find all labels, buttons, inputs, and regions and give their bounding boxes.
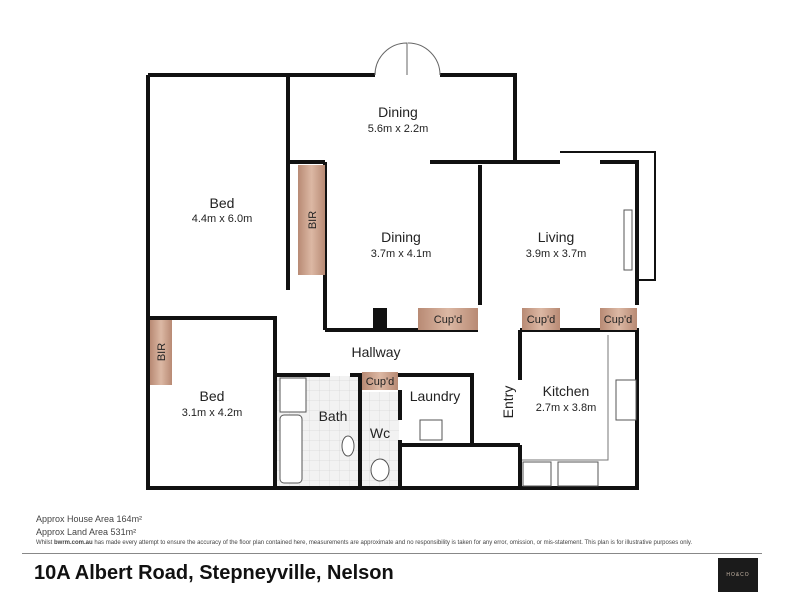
cupboard-label: Cup'd [434, 314, 462, 326]
notes: Approx House Area 164m² Approx Land Area… [36, 513, 692, 548]
disclaimer: Whilst bwrm.com.au has made every attemp… [36, 539, 692, 548]
shower [279, 377, 307, 413]
disclaimer-site: bwrm.com.au [54, 540, 93, 546]
cupboard [600, 308, 637, 330]
land-area: Approx Land Area 531m² [36, 527, 137, 537]
room-dims: 3.1m x 4.2m [182, 407, 243, 419]
agency-logo: HO&CO [718, 558, 758, 592]
french-door [374, 42, 441, 76]
room-name: Dining [378, 104, 418, 120]
room-name: Bath [319, 408, 348, 424]
room-dims: 3.7m x 4.1m [371, 248, 432, 260]
cupboard [418, 308, 478, 330]
room-name: Dining [381, 229, 421, 245]
bir-label: BIR [156, 343, 168, 361]
cupboard-label: Cup'd [604, 314, 632, 326]
property-address: 10A Albert Road, Stepneyville, Nelson [34, 562, 394, 584]
room-name: Laundry [410, 388, 461, 404]
benchtop [522, 335, 609, 461]
tub-sink [419, 419, 443, 441]
room-dims: 4.4m x 6.0m [192, 213, 253, 225]
floor-plan: Dining 5.6m x 2.2m Bed 4.4m x 6.0m Dinin… [146, 42, 656, 490]
basin [341, 435, 355, 457]
room-dims: 2.7m x 3.8m [536, 402, 597, 414]
house-area: Approx House Area 164m² [36, 514, 143, 524]
disclaimer-text: has made every attempt to ensure the acc… [92, 540, 693, 546]
cupboard [522, 308, 560, 330]
room-dims: 5.6m x 2.2m [368, 123, 429, 135]
divider [22, 553, 762, 554]
cupboard-label: Cup'd [527, 314, 555, 326]
room-name: Wc [370, 425, 390, 441]
room-name: Entry [500, 386, 516, 419]
room-name: Living [538, 229, 575, 245]
cooktop [557, 461, 599, 487]
sink [615, 379, 637, 421]
room-name: Kitchen [543, 383, 590, 399]
room-name: Hallway [351, 344, 400, 360]
bir-cupboard [298, 165, 325, 275]
cupboard [362, 372, 398, 390]
toilet [370, 458, 390, 482]
room-name: Bed [210, 195, 235, 211]
cupboard-label: Cup'd [366, 376, 394, 388]
bir-label: BIR [307, 211, 319, 229]
window [623, 209, 633, 271]
room-name: Bed [200, 388, 225, 404]
bay-window [560, 151, 656, 281]
fridge-space [373, 308, 387, 330]
bathtub [279, 414, 303, 484]
oven [522, 461, 552, 487]
bir-cupboard [150, 320, 172, 385]
room-dims: 3.9m x 3.7m [526, 248, 587, 260]
disclaimer-text: Whilst [36, 540, 54, 546]
